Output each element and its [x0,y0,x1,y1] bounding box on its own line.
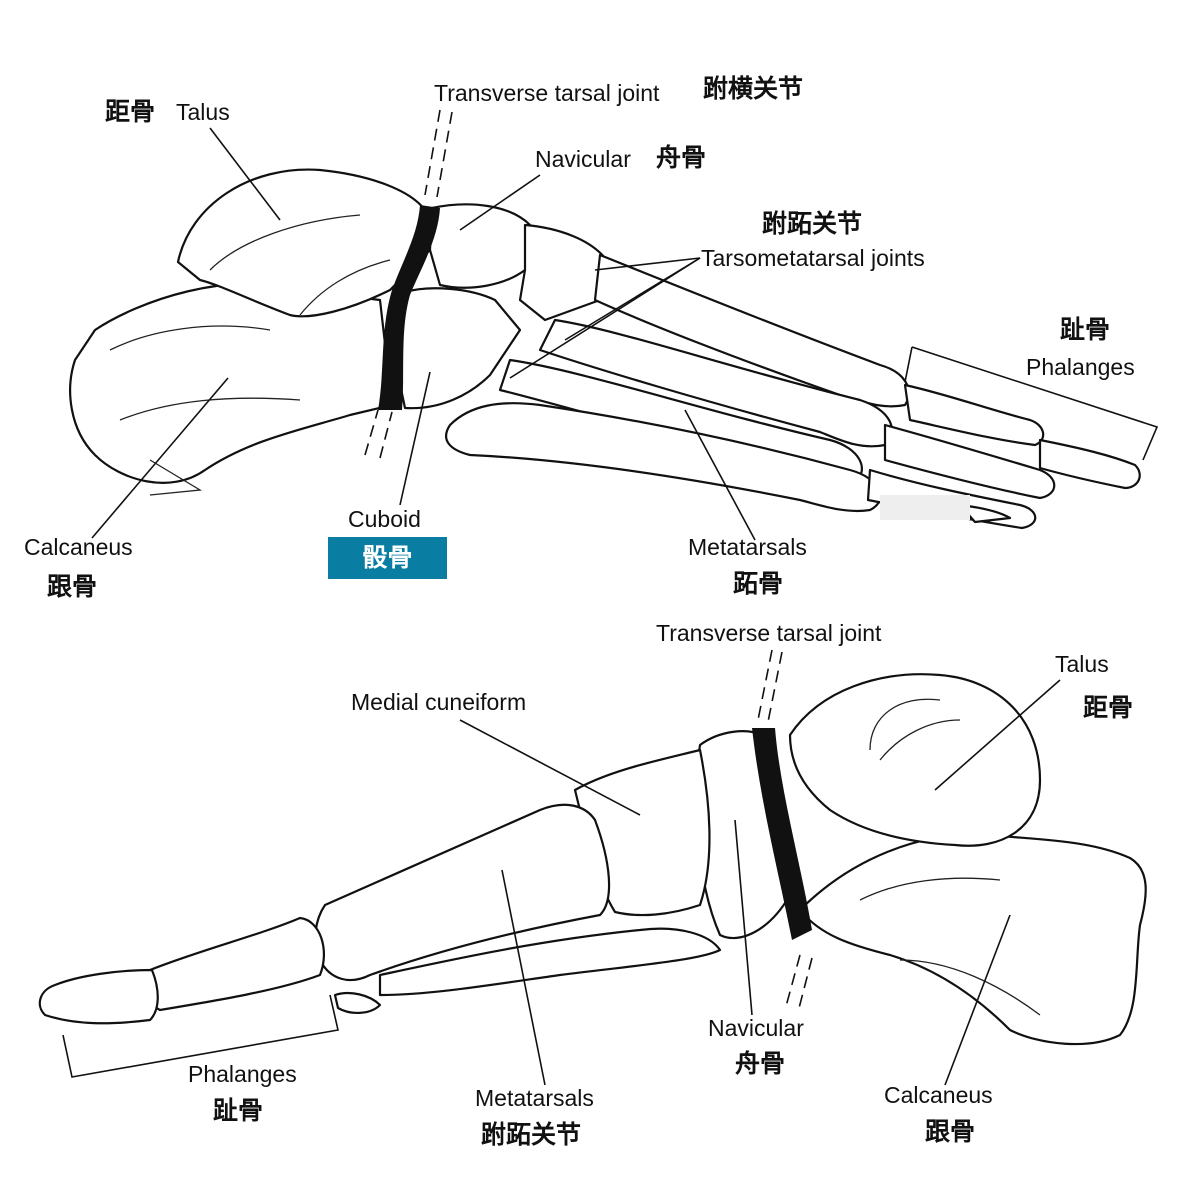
top-calcaneus-en-label: Calcaneus [24,534,133,560]
top-cuboid-en-label: Cuboid [348,506,421,532]
top-phalanx-bone [903,383,1045,447]
bottom-metatarsal-bone [314,803,611,982]
bottom-talus-zh-label: 距骨 [1083,693,1134,722]
bottom-phalanges-en-label: Phalanges [188,1061,297,1087]
bottom-transverse-tarsal-joint-en-label: Transverse tarsal joint [656,620,882,646]
bottom-talus-bone [788,673,1042,847]
bottom-metatarsals-en-label: Metatarsals [475,1085,594,1111]
top-calcaneus-zh-label: 跟骨 [47,572,98,601]
bottom-transverse-joint-band [752,728,812,940]
top-talus-zh-label: 距骨 [105,97,156,126]
top-foot-drawing [69,109,1159,530]
top-transverse-joint-band [378,205,440,410]
top-metatarsals-en-label: Metatarsals [688,534,807,560]
bottom-talus-en-label: Talus [1055,651,1109,677]
top-tarsometatarsal-joints-en-label: Tarsometatarsal joints [701,245,925,271]
top-cuboid-zh-highlight-label: 骰骨 [328,537,447,579]
top-phalanges-zh-label: 趾骨 [1060,315,1111,344]
bottom-phalanx-bone [141,916,325,1012]
top-navicular-en-label: Navicular [535,146,631,172]
bottom-navicular-en-label: Navicular [708,1015,804,1041]
top-transverse-tarsal-joint-en-label: Transverse tarsal joint [434,80,660,106]
top-talus-en-label: Talus [176,99,230,125]
bottom-leader-lines [459,679,1061,1086]
top-transverse-tarsal-joint-zh-label: 跗横关节 [703,74,804,103]
top-metatarsals-zh-label: 跖骨 [733,569,784,598]
top-metatarsal-bone [593,253,910,408]
bottom-phalanges-zh-label: 趾骨 [213,1096,264,1125]
top-phalanges-en-label: Phalanges [1026,354,1135,380]
bottom-calcaneus-zh-label: 跟骨 [925,1117,976,1146]
bottom-metatarsals-zh-label: 跗跖关节 [481,1120,582,1149]
bottom-foot-drawing [38,649,1147,1078]
bottom-calcaneus-en-label: Calcaneus [884,1082,993,1108]
top-leader-lines [91,127,756,541]
top-navicular-zh-label: 舟骨 [656,143,707,172]
bottom-medial-cuneiform-en-label: Medial cuneiform [351,689,527,715]
bottom-navicular-zh-label: 舟骨 [735,1049,786,1078]
top-tarsometatarsal-joints-zh-label: 跗跖关节 [762,209,863,238]
top-calcaneus-bone [69,282,394,484]
